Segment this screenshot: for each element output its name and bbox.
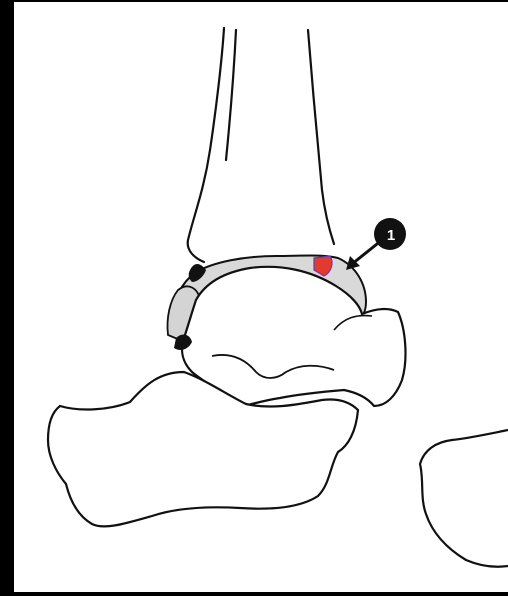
callout-number: 1 — [387, 227, 395, 244]
